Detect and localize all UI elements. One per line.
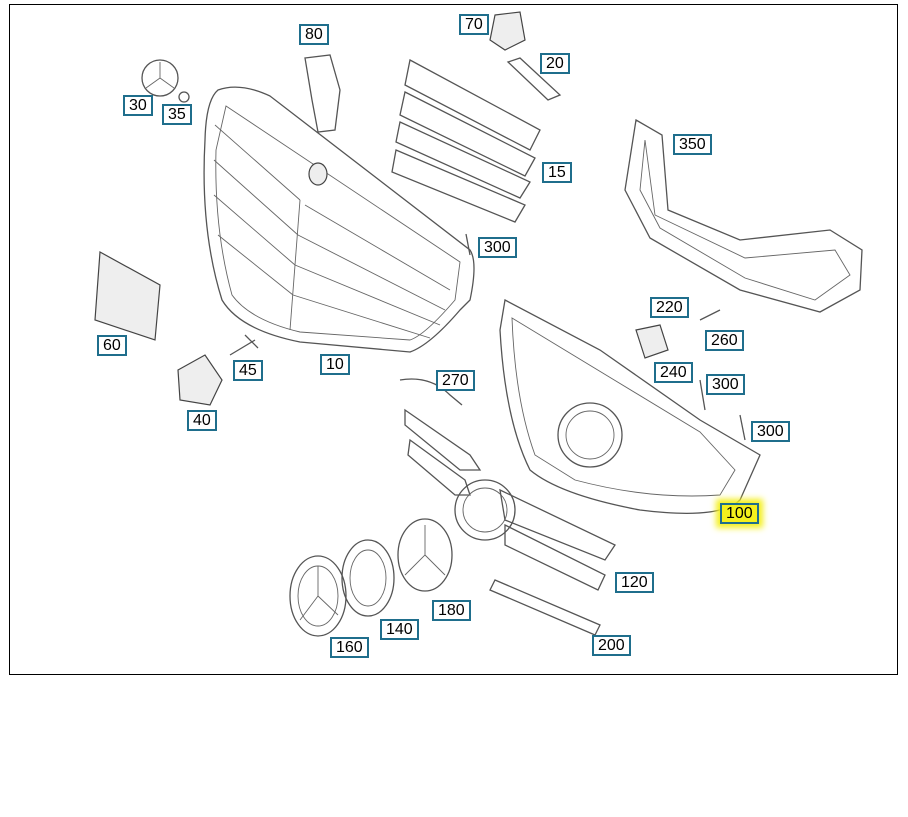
screw-part-45 bbox=[229, 334, 259, 356]
emblem-part-140 bbox=[341, 539, 395, 617]
washer-part-35 bbox=[178, 91, 190, 103]
bracket-part-80 bbox=[304, 54, 341, 133]
callout-20[interactable]: 20 bbox=[540, 53, 570, 74]
screw-part-300-a bbox=[465, 233, 471, 256]
diagram-frame bbox=[9, 4, 898, 675]
clip-part-220 bbox=[635, 324, 669, 359]
callout-300-c[interactable]: 300 bbox=[751, 421, 790, 442]
camera-part-40 bbox=[177, 354, 223, 406]
emblem-part-160 bbox=[289, 555, 347, 637]
callout-80[interactable]: 80 bbox=[299, 24, 329, 45]
callout-160[interactable]: 160 bbox=[330, 637, 369, 658]
strip-part-200 bbox=[489, 579, 601, 636]
callout-220[interactable]: 220 bbox=[650, 297, 689, 318]
callout-260[interactable]: 260 bbox=[705, 330, 744, 351]
callout-35[interactable]: 35 bbox=[162, 104, 192, 125]
emblem-part-180 bbox=[397, 518, 453, 592]
screw-part-300-c bbox=[739, 414, 746, 441]
louver-set-part-15 bbox=[391, 59, 541, 223]
callout-60[interactable]: 60 bbox=[97, 335, 127, 356]
callout-70[interactable]: 70 bbox=[459, 14, 489, 35]
sensor-part-70 bbox=[489, 11, 526, 51]
holder-part-20 bbox=[506, 57, 562, 101]
cover-part-60 bbox=[94, 251, 161, 341]
callout-40[interactable]: 40 bbox=[187, 410, 217, 431]
cable-part-270 bbox=[399, 378, 463, 406]
callout-200[interactable]: 200 bbox=[592, 635, 631, 656]
callout-180[interactable]: 180 bbox=[432, 600, 471, 621]
callout-45[interactable]: 45 bbox=[233, 360, 263, 381]
callout-300-b[interactable]: 300 bbox=[706, 374, 745, 395]
screw-part-300-b bbox=[699, 379, 706, 411]
grille-housing-part-10 bbox=[203, 86, 475, 353]
callout-270[interactable]: 270 bbox=[436, 370, 475, 391]
callout-100-highlighted[interactable]: 100 bbox=[720, 503, 759, 524]
trim-part-120 bbox=[404, 408, 616, 591]
callout-120[interactable]: 120 bbox=[615, 572, 654, 593]
callout-300-a[interactable]: 300 bbox=[478, 237, 517, 258]
callout-10[interactable]: 10 bbox=[320, 354, 350, 375]
callout-350[interactable]: 350 bbox=[673, 134, 712, 155]
callout-15[interactable]: 15 bbox=[542, 162, 572, 183]
callout-30[interactable]: 30 bbox=[123, 95, 153, 116]
emblem-part-30 bbox=[141, 59, 179, 97]
support-bracket-part-350 bbox=[624, 118, 863, 313]
callout-140[interactable]: 140 bbox=[380, 619, 419, 640]
callout-240[interactable]: 240 bbox=[654, 362, 693, 383]
screw-part-260 bbox=[699, 309, 721, 321]
